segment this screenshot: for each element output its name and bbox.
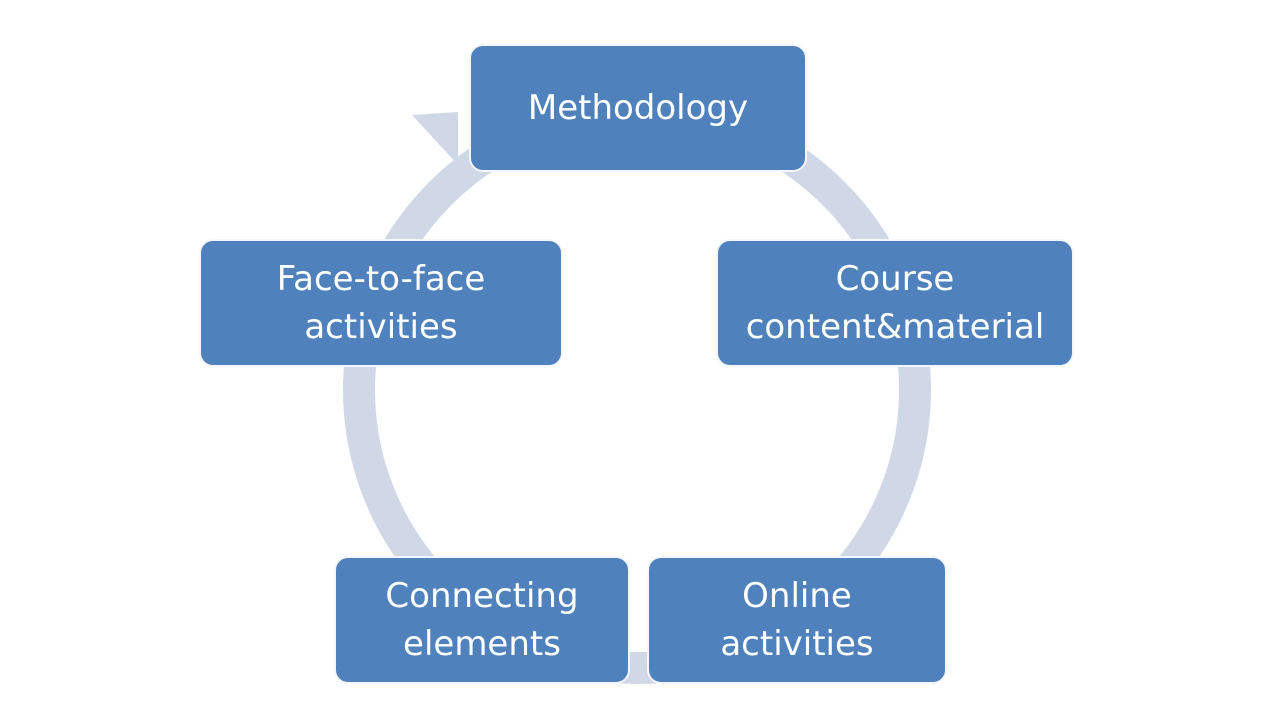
node-label: Connecting (385, 576, 579, 616)
node-label: Face-to-face (276, 259, 486, 299)
node-label: content&material (745, 307, 1045, 347)
node-face-to-face: Face-to-face activities (199, 239, 563, 367)
node-label: activities (720, 624, 874, 664)
node-label: activities (304, 307, 458, 347)
node-label: Online (742, 576, 852, 616)
node-online-activities: Online activities (647, 556, 947, 684)
arrowhead-icon (412, 112, 458, 165)
node-label: elements (403, 624, 561, 664)
node-course-content: Course content&material (716, 239, 1074, 367)
node-connecting-elements: Connecting elements (334, 556, 630, 684)
node-label: Methodology (527, 88, 749, 128)
node-label: Course (835, 259, 955, 299)
node-methodology: Methodology (469, 44, 807, 172)
